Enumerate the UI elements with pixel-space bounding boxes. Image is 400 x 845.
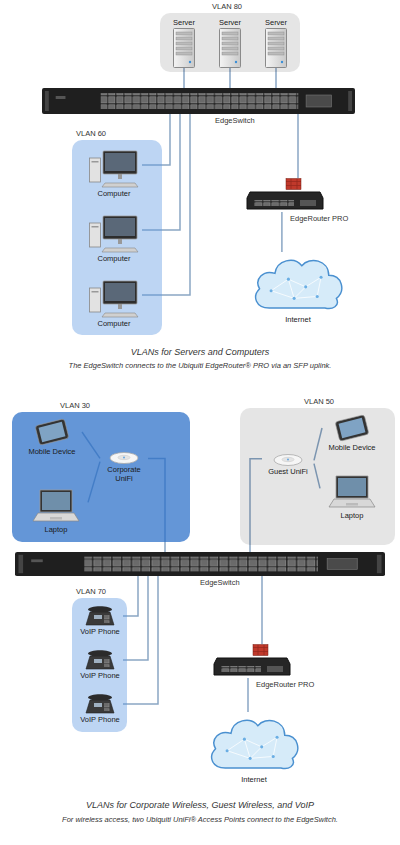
vlan-group: VLAN 60ComputerComputerComputer — [72, 140, 162, 335]
device-label: Computer — [98, 254, 131, 263]
phone-graphic — [85, 604, 115, 626]
server-icon: Server — [212, 16, 248, 68]
computer-graphic — [89, 215, 139, 253]
device-label: Laptop — [341, 511, 364, 520]
vlan-label: VLAN 50 — [304, 397, 334, 406]
tablet-icon: Mobile Device — [322, 414, 382, 454]
switch-graphic — [42, 88, 355, 114]
device-label: Mobile Device — [28, 447, 75, 456]
device-label: Guest UniFi — [268, 467, 308, 476]
device-label: Server — [219, 18, 241, 27]
device-label: EdgeSwitch — [200, 578, 240, 587]
computer-icon: Computer — [86, 150, 142, 200]
server-graphic — [173, 28, 195, 68]
computer-icon: Computer — [86, 215, 142, 265]
laptop-graphic — [32, 488, 80, 524]
router-graphic — [246, 178, 324, 212]
internet-cloud: Internet — [202, 712, 306, 786]
network-cable — [247, 678, 249, 712]
unifi-graphic — [273, 454, 303, 466]
internet-cloud: Internet — [248, 252, 348, 326]
vlan-label: VLAN 80 — [212, 2, 242, 11]
tablet-icon: Mobile Device — [22, 418, 82, 458]
laptop-graphic — [328, 474, 376, 510]
network-cable — [297, 114, 299, 178]
device-label: VoIP Phone — [80, 671, 119, 680]
vlan-group: VLAN 30Mobile DeviceCorporate UniFiLapto… — [12, 412, 190, 542]
vlan-group: VLAN 70VoIP PhoneVoIP PhoneVoIP Phone — [72, 598, 127, 732]
edgeswitch-device: EdgeSwitch — [42, 88, 355, 114]
voip-phone: VoIP Phone — [77, 648, 123, 682]
figure-caption: VLANs for Servers and Computers — [0, 346, 400, 358]
tablet-graphic — [334, 414, 370, 442]
network-cable — [123, 576, 158, 704]
unifi-graphic — [109, 452, 139, 464]
network-cable — [261, 576, 263, 644]
switch-graphic — [15, 552, 385, 576]
laptop-icon: Laptop — [320, 474, 384, 522]
device-label: Server — [265, 18, 287, 27]
device-label: Internet — [241, 775, 266, 784]
vlan-label: VLAN 30 — [60, 401, 90, 410]
device-label: Laptop — [45, 525, 68, 534]
device-label: VoIP Phone — [80, 715, 119, 724]
computer-icon: Computer — [86, 280, 142, 330]
device-label: Internet — [285, 315, 310, 324]
computer-graphic — [89, 280, 139, 318]
router-graphic — [212, 644, 292, 678]
device-label: EdgeSwitch — [215, 116, 255, 125]
phone-graphic — [85, 648, 115, 670]
device-label: Corporate UniFi — [104, 465, 144, 483]
server-graphic — [265, 28, 287, 68]
device-label: VoIP Phone — [80, 627, 119, 636]
server-icon: Server — [258, 16, 294, 68]
voip-phone: VoIP Phone — [77, 604, 123, 638]
network-cable — [281, 212, 283, 252]
device-label: Computer — [98, 319, 131, 328]
laptop-icon: Laptop — [24, 488, 88, 536]
server-icon: Server — [166, 16, 202, 68]
cloud-graphic — [250, 252, 346, 314]
vlan-label: VLAN 60 — [76, 129, 106, 138]
computer-graphic — [89, 150, 139, 188]
device-label: EdgeRouter PRO — [290, 214, 348, 223]
server-graphic — [219, 28, 241, 68]
unifi-ap: Guest UniFi — [262, 454, 314, 486]
device-label: Mobile Device — [328, 443, 375, 452]
vlan-group: VLAN 80ServerServerServer — [160, 13, 300, 72]
device-label: Computer — [98, 189, 131, 198]
figure-caption: VLANs for Corporate Wireless, Guest Wire… — [0, 799, 400, 811]
edgeswitch-device: EdgeSwitch — [15, 552, 385, 576]
vlan-group: VLAN 50Mobile DeviceGuest UniFiLaptop — [240, 408, 395, 545]
device-label: Server — [173, 18, 195, 27]
edgerouter-device: EdgeRouter PRO — [246, 178, 324, 212]
voip-phone: VoIP Phone — [77, 692, 123, 726]
edgerouter-device: EdgeRouter PRO — [212, 644, 292, 678]
cloud-graphic — [206, 712, 302, 774]
figure-subcaption: The EdgeSwitch connects to the Ubiquiti … — [0, 361, 400, 372]
vlan-label: VLAN 70 — [76, 587, 106, 596]
tablet-graphic — [34, 418, 70, 446]
figure-subcaption: For wireless access, two Ubiquiti UniFi®… — [0, 815, 400, 826]
device-label: EdgeRouter PRO — [256, 680, 314, 689]
phone-graphic — [85, 692, 115, 714]
unifi-ap: Corporate UniFi — [100, 452, 148, 484]
